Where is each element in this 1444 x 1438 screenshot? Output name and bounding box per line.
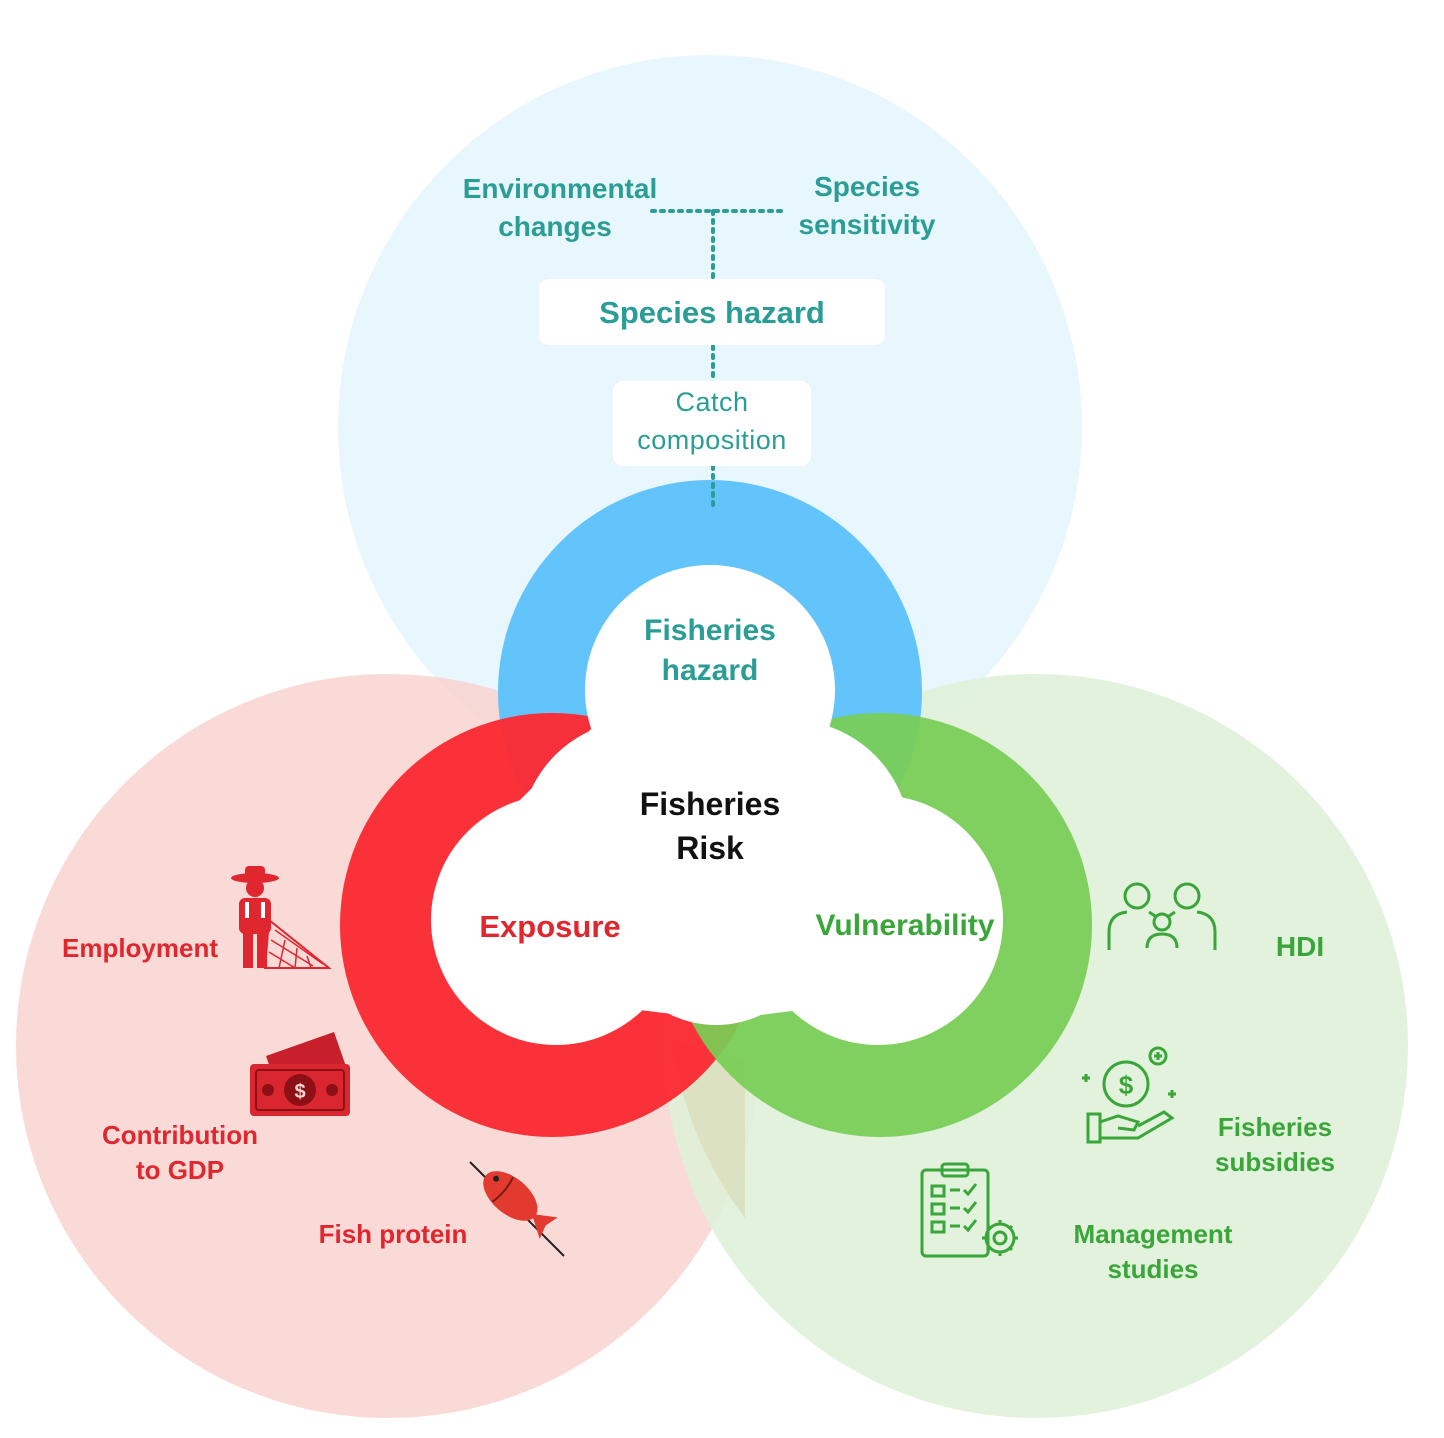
catch-composition-label: Catch composition — [613, 386, 811, 457]
species-hazard-box — [539, 279, 885, 345]
catch-line2: composition — [637, 425, 787, 456]
subsidies-line2: subsidies — [1215, 1147, 1335, 1178]
hdi-label: HDI — [1275, 931, 1325, 962]
catch-composition-box — [613, 381, 811, 466]
species-sensitivity-label: Species sensitivity — [787, 170, 947, 241]
management-studies-label: Management studies — [1053, 1219, 1253, 1285]
risk-cloud — [431, 565, 1003, 1045]
fisheries-risk-label: Fisheries Risk — [610, 785, 810, 868]
gdp-line2: to GDP — [135, 1155, 225, 1186]
fish-protein-label: Fish protein — [318, 1219, 468, 1249]
risk-line1: Fisheries — [639, 786, 781, 822]
vulnerability-label: Vulnerability — [815, 909, 995, 942]
svg-text:$: $ — [1119, 1070, 1134, 1100]
subsidies-line1: Fisheries — [1217, 1112, 1333, 1142]
environmental-line2: changes — [498, 210, 612, 242]
dotted-connectors — [650, 209, 786, 512]
sensitivity-line1: Species — [814, 171, 920, 202]
exposure-label: Exposure — [479, 909, 621, 944]
fish-skewer-icon — [469, 1161, 565, 1257]
management-line2: studies — [1107, 1254, 1199, 1285]
fish-hazard-line1: Fisheries — [644, 614, 776, 647]
environmental-line1: Environmental — [462, 173, 658, 204]
management-line1: Management — [1073, 1219, 1233, 1249]
species-hazard-label: Species hazard — [599, 295, 825, 330]
fisherman-icon — [231, 866, 332, 969]
fish-hazard-line2: hazard — [661, 654, 759, 687]
fisheries-subsidies-label: Fisheries subsidies — [1195, 1112, 1355, 1178]
fisheries-hazard-label: Fisheries hazard — [610, 613, 810, 689]
contribution-gdp-label: Contribution to GDP — [80, 1120, 280, 1186]
risk-line2: Risk — [676, 830, 744, 867]
gdp-line1: Contribution — [102, 1120, 258, 1150]
sensitivity-line2: sensitivity — [798, 208, 936, 240]
clipboard-gear-icon — [920, 1162, 1018, 1258]
people-icon — [1107, 882, 1217, 950]
svg-text:$: $ — [294, 1081, 305, 1103]
money-icon: $ — [250, 1032, 350, 1116]
employment-label: Employment — [61, 933, 219, 963]
catch-line1: Catch — [675, 387, 749, 417]
hand-coin-icon: $ — [1082, 1046, 1176, 1144]
environmental-changes-label: Environmental changes — [455, 172, 665, 243]
